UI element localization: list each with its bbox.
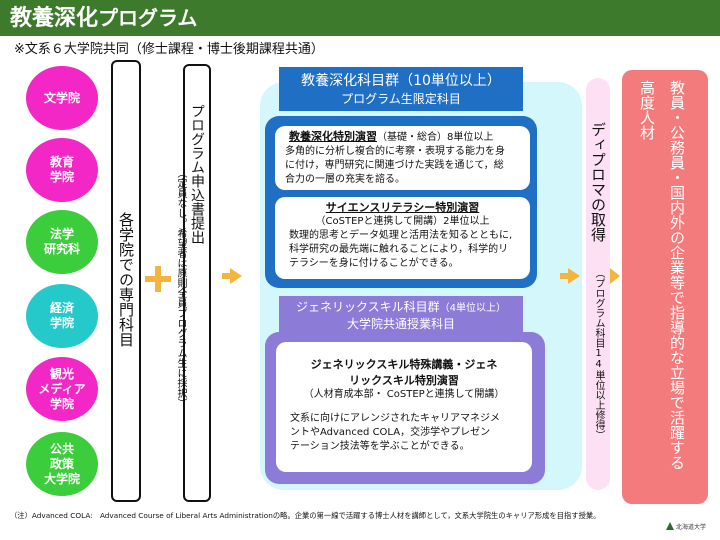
- course-desc-line: に付け，専門研究に関連づけた実践を通じて，総: [285, 160, 504, 171]
- course-credit: （CoSTEPと連携して開講）2単位以上: [315, 216, 490, 227]
- faculty-letters: 文学院: [26, 66, 98, 130]
- group1-header: [279, 67, 523, 111]
- group2-title-main: ジェネリックスキル科目群: [295, 300, 440, 314]
- plus-icon: [145, 266, 171, 292]
- group2-subtitle: 大学院共通授業科目: [346, 317, 455, 331]
- course-card-science-literacy: サイエンスリテラシー特別演習 （CoSTEPと連携して開講）2単位以上 数理的思…: [275, 197, 530, 279]
- course-title-line: 教養深化特別演習（基礎・総合）8単位以上: [289, 130, 493, 145]
- group1-subtitle: プログラム生限定科目: [341, 92, 461, 106]
- faculty-public-policy: 公共 政策 大学院: [26, 432, 98, 496]
- course-name: リックスキル特別演習: [349, 374, 459, 387]
- faculty-tourism-media: 観光 メディア 学院: [26, 357, 98, 421]
- major-subjects-label: 各学院での専門科目: [117, 212, 135, 347]
- arrow-right-icon: [568, 268, 580, 284]
- course-name: サイエンスリテラシー特別演習: [325, 201, 480, 214]
- university-logo-text: 北海道大学: [676, 524, 707, 531]
- diploma-title: ディプロマの取得: [589, 122, 607, 242]
- course-card-generic-skill: ジェネリックスキル特殊講義・ジェネ リックスキル特別演習 （人材育成本部・ Co…: [276, 342, 532, 472]
- course-credit: （基礎・総合）8単位以上: [377, 132, 494, 143]
- major-subjects-box: [111, 60, 141, 502]
- footnote: （注）Advanced COLA: Advanced Course of Lib…: [10, 511, 601, 520]
- group2-title: ジェネリックスキル科目群（4単位以上）: [279, 298, 523, 315]
- outcome-pill: [622, 70, 708, 504]
- outcome-text-2: 高度人材: [638, 80, 656, 140]
- course-desc-line: 多角的に分析し複合的に考察・表現する能力を身: [285, 146, 505, 157]
- faculty-label: 観光 メディア 学院: [38, 366, 86, 411]
- application-box: [183, 64, 211, 502]
- page-title: 教養深化プログラム: [10, 2, 197, 34]
- page-title-rest: プログラム: [98, 6, 198, 30]
- course-credit: （人材育成本部・ CoSTEPと連携して開講）: [303, 389, 505, 400]
- university-logo-icon: [666, 522, 674, 530]
- title-bar: [0, 0, 720, 36]
- course-desc-line: 文系に向けにアレンジされたキャリアマネジメ: [290, 413, 500, 424]
- faculty-education: 教育 学院: [26, 138, 98, 202]
- diploma-pill: [586, 78, 610, 490]
- faculty-label: 公共 政策 大学院: [43, 441, 80, 486]
- application-note: （定員なし。希望者は原則全員プログラム生に採択）: [175, 168, 186, 408]
- faculty-label: 教育 学院: [49, 155, 74, 184]
- arrow-stem: [560, 273, 568, 279]
- course-desc-line: テラシーを身に付けることができる。: [289, 258, 459, 269]
- course-desc-line: テーション技法等を学ぶことができる。: [290, 441, 470, 452]
- course-card-liberal-arts-seminar: 教養深化特別演習（基礎・総合）8単位以上 多角的に分析し複合的に考察・表現する能…: [275, 126, 530, 190]
- course-desc-line: 合力の一層の充実を諮る。: [285, 174, 405, 185]
- course-name: ジェネリックスキル特殊講義・ジェネ: [310, 358, 498, 371]
- group2-header: [279, 296, 523, 332]
- arrow-right-icon: [610, 268, 620, 284]
- arrow-stem: [222, 273, 230, 279]
- arrow-right-icon: [230, 268, 242, 284]
- application-title: プログラム申込書提出: [189, 104, 205, 244]
- faculty-label: 文学院: [43, 90, 80, 105]
- course-name: 教養深化特別演習: [289, 130, 377, 143]
- course-desc-line: 科学研究の最先端に触れることにより，科学的リ: [289, 244, 509, 255]
- outcome-text: 教員・公務員・国内外の企業等で指導的な立場で活躍する: [668, 80, 686, 470]
- faculty-economics: 経済 学院: [26, 284, 98, 348]
- page-title-main: 教養深化: [10, 6, 99, 31]
- course-desc-line: 数理的思考とデータ処理と活用法を知るとともに,: [289, 230, 513, 241]
- faculty-label: 法学 研究科: [43, 227, 80, 256]
- group2-title-credit: （4単位以上）: [439, 303, 507, 314]
- faculty-label: 経済 学院: [49, 301, 74, 330]
- faculty-law: 法学 研究科: [26, 210, 98, 274]
- course-desc-line: ントやAdvanced COLA，交渉学やプレゼン: [290, 427, 491, 438]
- diploma-note: （プログラム科目14単位以上修得）: [593, 268, 604, 440]
- page-subtitle: ※文系６大学院共同（修士課程・博士後期課程共通）: [14, 42, 324, 57]
- group1-title: 教養深化科目群（10単位以上）: [301, 73, 501, 89]
